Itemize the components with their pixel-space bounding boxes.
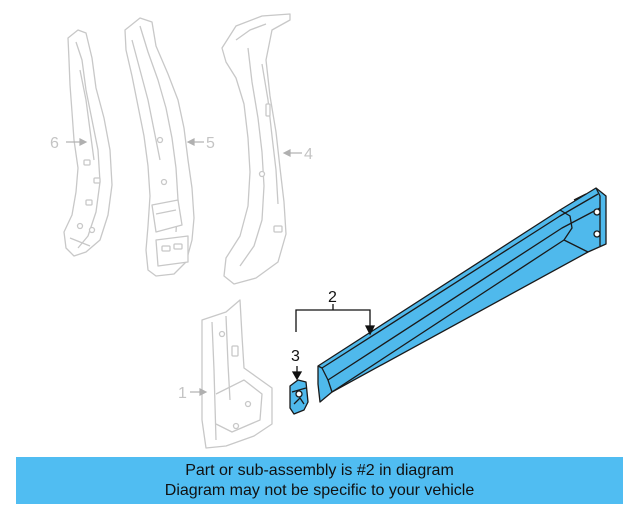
part-1-lower-pillar [201,299,273,449]
callout-3: 3 [291,348,300,365]
part-6-pillar-reinforcement [63,29,113,257]
callout-4: 4 [304,146,313,163]
part-4-outer-pillar [221,13,291,285]
callout-2: 2 [328,289,337,306]
part-2-rocker-panel [317,187,607,403]
part-info-banner: Part or sub-assembly is #2 in diagram Di… [16,457,623,504]
part-5-b-pillar [124,17,195,277]
dark-leader-lines [291,304,376,381]
callout-1: 1 [178,385,187,402]
faded-leader-lines [66,138,302,396]
parts-diagram: 6 5 4 1 2 3 [50,13,607,449]
callout-6: 6 [50,135,59,152]
callout-5: 5 [206,135,215,152]
banner-line-disclaimer: Diagram may not be specific to your vehi… [164,481,475,499]
banner-line-part: Part or sub-assembly is #2 in diagram [185,461,454,479]
part-3-bracket [289,379,309,415]
